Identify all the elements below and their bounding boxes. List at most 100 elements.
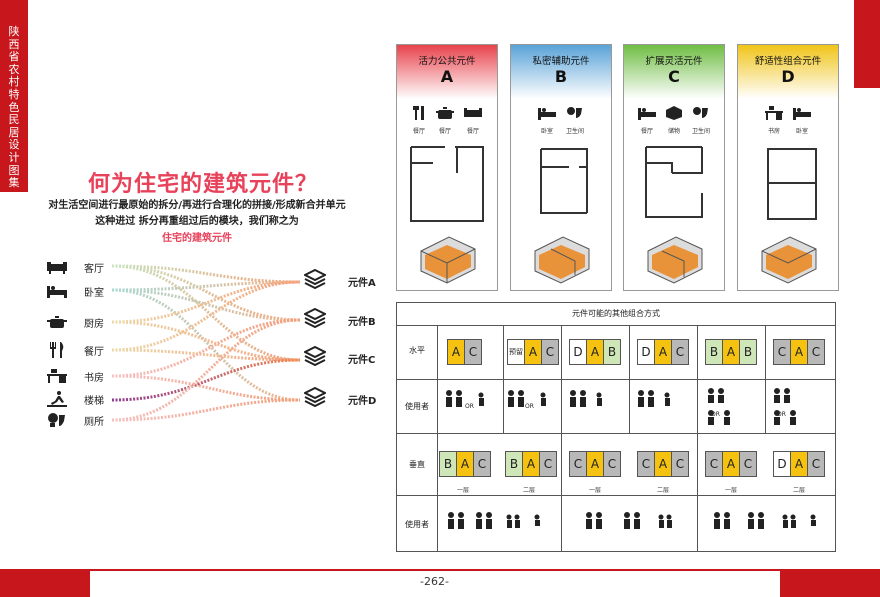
side-title: 陕西省农村特色民居设计图集 — [8, 25, 20, 190]
icon-label: 餐厅 — [640, 128, 653, 135]
combination-table: 元件可能的其他组合方式 水平 使用者 垂直 使用者 A C 预留 A C D A… — [396, 302, 836, 552]
combo-cell: C — [465, 340, 481, 364]
card-header: 活力公共元件 A — [397, 45, 497, 99]
card-letter: C — [668, 67, 680, 86]
table-caption: 元件可能的其他组合方式 — [397, 303, 835, 326]
combo-cell: C — [638, 452, 655, 476]
combo-h-5: B A B — [705, 339, 757, 365]
pot-icon — [436, 105, 454, 124]
combo-cell: C — [542, 340, 558, 364]
sofa-icon — [464, 105, 482, 124]
card-element-b: 私密辅助元件 B 卧室 卫生间 — [510, 44, 612, 291]
card-header: 扩展灵活元件 C — [624, 45, 724, 99]
room-item-study: 书房 — [46, 367, 104, 385]
row-label-users: 使用者 — [405, 520, 429, 529]
or-label: OR — [711, 411, 720, 418]
combo-cell: B — [440, 452, 457, 476]
combo-cell: A — [723, 452, 740, 476]
combo-cell: A — [525, 340, 542, 364]
isometric-model-a — [420, 236, 476, 284]
combo-cell: A — [448, 340, 465, 364]
element-label: 元件D — [348, 395, 377, 407]
room-label: 书房 — [84, 372, 104, 384]
side-tab — [0, 0, 28, 192]
room-item-toilet: 厕所 — [46, 411, 104, 429]
combo-cell: A — [655, 340, 672, 364]
users-row-2-figures — [448, 512, 816, 529]
bed-icon — [793, 105, 811, 124]
room-label: 厕所 — [84, 416, 104, 428]
users-row-1-figures — [446, 388, 796, 425]
isometric-model-d — [761, 236, 817, 284]
description-line-1: 对生活空间进行最原始的拆分/再进行合理化的拼接/形成新合并单元 — [48, 200, 346, 211]
floor-plan-d — [767, 148, 817, 220]
floor-label: 二层 — [793, 487, 806, 494]
corner-tab — [854, 0, 880, 88]
isometric-model-b — [534, 236, 590, 284]
combo-cell: A — [587, 340, 604, 364]
icon-label: 卫生间 — [565, 128, 584, 135]
icon-label: 储物 — [667, 128, 680, 135]
or-label: OR — [465, 403, 474, 410]
card-letter: B — [554, 67, 568, 86]
isometric-model-c — [647, 236, 703, 284]
combo-cell: C — [672, 452, 688, 476]
combo-h-6: C A C — [773, 339, 825, 365]
combo-cell: C — [740, 452, 756, 476]
combo-v-6: D A C — [773, 451, 825, 477]
combo-cell: A — [655, 452, 672, 476]
bed-icon — [537, 105, 556, 124]
room-label: 客厅 — [84, 263, 104, 275]
main-title: 何为住宅的建筑元件？ — [88, 172, 319, 197]
row-label-users: 使用者 — [405, 402, 429, 411]
desk-icon — [765, 105, 783, 124]
layers-icon — [302, 345, 328, 370]
layers-icon — [302, 268, 328, 293]
room-item-kitchen: 厨房 — [46, 313, 104, 331]
layers-icon — [302, 386, 328, 411]
combo-cell: C — [672, 340, 688, 364]
icon-label: 餐厅 — [412, 128, 425, 135]
combo-cell: C — [808, 340, 824, 364]
or-label: OR — [525, 403, 534, 410]
sofa-icon — [46, 259, 68, 275]
toilet-icon — [46, 412, 68, 428]
element-label: 元件B — [348, 316, 376, 328]
element-item-a: 元件A — [302, 268, 376, 293]
combo-cell: D — [774, 452, 791, 476]
bottom-band-left — [0, 571, 90, 597]
combo-cell: A — [791, 452, 808, 476]
element-item-c: 元件C — [302, 345, 375, 370]
combo-v-2: B A C — [505, 451, 557, 477]
layers-icon — [302, 307, 328, 332]
card-header: 私密辅助元件 B — [511, 45, 611, 99]
toilet-icon — [566, 105, 584, 124]
icon-label: 餐厅 — [438, 128, 451, 135]
combo-cell: C — [474, 452, 490, 476]
combo-cell: C — [808, 452, 824, 476]
combo-cell-reserve: 预留 — [508, 340, 525, 364]
combo-cell: C — [540, 452, 556, 476]
card-title: 舒适性组合元件 — [754, 56, 822, 67]
card-header: 舒适性组合元件 D — [738, 45, 838, 99]
floor-label: 一层 — [589, 487, 602, 494]
icon-label: 卧室 — [540, 128, 553, 135]
floor-plan-a — [410, 146, 484, 222]
room-item-stairs: 楼梯 — [46, 390, 104, 408]
combo-cell: C — [570, 452, 587, 476]
combo-cell: A — [457, 452, 474, 476]
combo-h-3: D A B — [569, 339, 621, 365]
room-label: 厨房 — [84, 318, 104, 330]
combo-v-5: C A C — [705, 451, 757, 477]
combo-v-4: C A C — [637, 451, 689, 477]
row-label-horizontal: 水平 — [409, 346, 425, 355]
box-icon — [665, 105, 682, 124]
floor-label: 一层 — [457, 487, 470, 494]
combo-cell: B — [706, 340, 723, 364]
combo-cell: A — [791, 340, 808, 364]
combo-v-3: C A C — [569, 451, 621, 477]
combo-h-4: D A C — [637, 339, 689, 365]
combo-cell: D — [570, 340, 587, 364]
icon-label: 餐厅 — [466, 128, 479, 135]
